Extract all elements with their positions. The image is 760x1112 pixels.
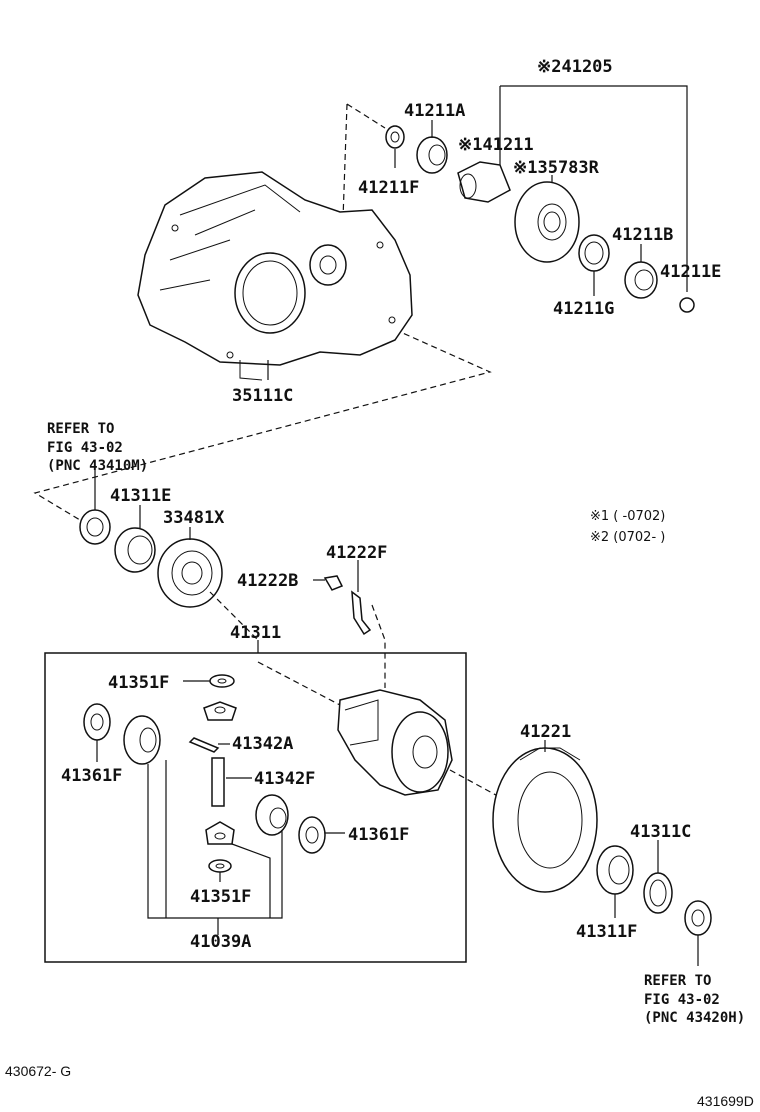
dashed-guide-top xyxy=(33,103,492,521)
label-41211E: 41211E xyxy=(660,262,721,282)
legend-row-2: ※2 (0702- ) xyxy=(590,530,665,545)
pin-41342A xyxy=(188,737,220,753)
bearing-33481X xyxy=(157,538,223,608)
washer-41211F xyxy=(385,125,405,149)
label-41211: ※141211 xyxy=(458,135,534,155)
label-35111C: 35111C xyxy=(232,386,293,406)
bearing-41311F xyxy=(596,845,634,895)
washer-41351F-bottom xyxy=(208,859,232,873)
label-41039A: 41039A xyxy=(190,932,251,952)
seal-refer-top xyxy=(79,509,111,545)
pinion-gear-bottom xyxy=(205,821,235,845)
label-41342A: 41342A xyxy=(232,734,293,754)
bracket-41205 xyxy=(499,85,688,292)
dashed-guide-mid xyxy=(209,591,259,641)
race-41311C xyxy=(643,872,673,914)
refer-bottom-line1: REFER TO xyxy=(644,973,711,989)
label-41311F: 41311F xyxy=(576,922,637,942)
bolt-41222B xyxy=(323,575,344,591)
seal-41211G xyxy=(578,234,610,272)
ring-gear-41221 xyxy=(492,747,598,893)
label-41222B: 41222B xyxy=(237,571,298,591)
label-41311C: 41311C xyxy=(630,822,691,842)
refer-bottom-line3: (PNC 43420H) xyxy=(644,1010,745,1026)
label-41361F-right: 41361F xyxy=(348,825,409,845)
dashed-guide-case xyxy=(257,661,341,706)
label-41205: ※241205 xyxy=(537,57,613,77)
label-41211B: 41211B xyxy=(612,225,673,245)
transaxle-housing xyxy=(137,171,413,381)
refer-top-line1: REFER TO xyxy=(47,421,114,437)
seal-refer-bottom xyxy=(684,900,712,936)
label-41211G: 41211G xyxy=(553,299,614,319)
refer-top-line3: (PNC 43410M) xyxy=(47,458,148,474)
footer-left-code: 430672- G xyxy=(5,1063,71,1079)
gear-35783R xyxy=(514,181,580,263)
shaft-41342F xyxy=(211,757,225,807)
label-41351F-top: 41351F xyxy=(108,673,169,693)
label-41351F-bottom: 41351F xyxy=(190,887,251,907)
label-35783R: ※135783R xyxy=(513,158,600,178)
clip-41222F xyxy=(351,590,372,636)
label-41222F: 41222F xyxy=(326,543,387,563)
washer-41361F-left xyxy=(83,703,111,741)
refer-bottom-line2: FIG 43-02 xyxy=(644,992,720,1008)
washer-41351F-top xyxy=(209,674,235,688)
shaft-41211 xyxy=(457,161,511,203)
differential-case xyxy=(337,689,453,796)
label-41311: 41311 xyxy=(230,623,281,643)
side-gear-left xyxy=(123,715,161,765)
label-41311E: 41311E xyxy=(110,486,171,506)
nut-41211E xyxy=(679,297,695,313)
side-gear-right xyxy=(255,794,289,836)
label-41221: 41221 xyxy=(520,722,571,742)
label-41211F: 41211F xyxy=(358,178,419,198)
dashed-guide-clip xyxy=(371,604,386,688)
washer-41361F-right xyxy=(298,816,326,854)
label-41342F: 41342F xyxy=(254,769,315,789)
legend-row-1: ※1 ( -0702) xyxy=(590,509,665,524)
label-41361F-left: 41361F xyxy=(61,766,122,786)
race-41311E xyxy=(114,527,156,573)
footer-right-code: 431699D xyxy=(697,1093,754,1109)
refer-top-line2: FIG 43-02 xyxy=(47,440,123,456)
pinion-gear-top xyxy=(203,701,237,721)
bearing-41211A xyxy=(416,136,448,174)
bracket-41039A xyxy=(147,760,283,935)
assembly-box-41311 xyxy=(44,652,467,963)
label-33481X: 33481X xyxy=(163,508,225,528)
label-41211A: 41211A xyxy=(404,101,465,121)
bearing-41211B xyxy=(624,261,658,299)
